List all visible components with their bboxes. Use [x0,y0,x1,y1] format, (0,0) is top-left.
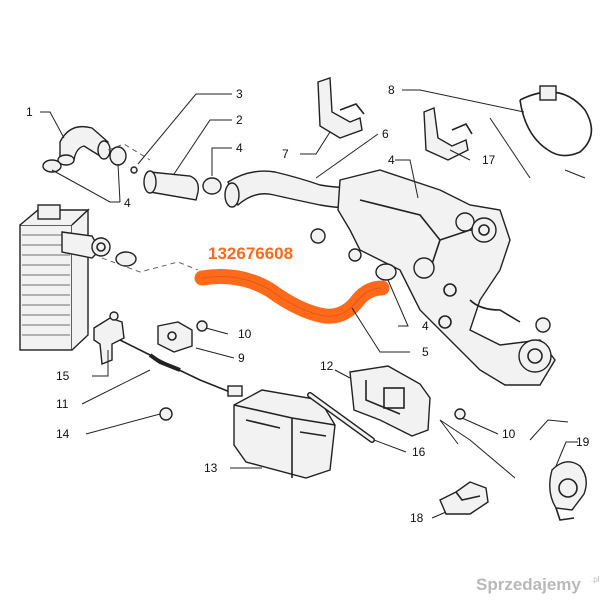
part-15-bracket [93,311,125,365]
callout-5: 5 [422,345,429,359]
part-10-nut-b [454,408,466,420]
callout-10-b: 10 [502,427,516,441]
callout-2: 2 [236,113,243,127]
watermark-suffix: .pl [591,575,600,584]
callout-12: 12 [320,359,334,373]
part-13-cover [233,389,336,479]
part-11-sensor [119,339,243,397]
callout-6: 6 [382,127,389,141]
part-7-bracket [317,77,365,139]
part-19-clamp [549,461,587,521]
part-9-mount [157,321,193,353]
callout-16: 16 [412,445,426,459]
part-17-bracket [423,107,473,161]
callout-3: 3 [236,87,243,101]
callout-4-c: 4 [388,153,395,167]
clamp-near-5 [375,263,397,281]
callout-10-a: 10 [238,327,252,341]
callout-17: 17 [482,153,496,167]
callout-14: 14 [56,427,70,441]
callout-4-b: 4 [124,196,131,210]
part-10-nut-a [196,320,208,332]
part-16-rod-inner [308,393,374,442]
engine-manifold-assembly [310,169,556,386]
part-1-elbow-hose [57,125,111,166]
part-8-band-clamp [519,85,593,157]
callout-4-a: 4 [236,141,243,155]
part-2-hose [130,166,200,201]
leader-lines [40,89,586,519]
callout-1: 1 [26,105,33,119]
callout-18: 18 [410,511,424,525]
highlighted-part-code: 132676608 [208,244,293,263]
callout-13: 13 [204,461,218,475]
callout-9: 9 [238,351,245,365]
part-18-clip [439,481,489,515]
callout-11: 11 [56,397,69,411]
callout-8: 8 [388,83,395,97]
watermark-brand: Sprzedajemy [476,575,581,594]
hose-clamps-left [42,146,137,267]
callout-labels: 1 2 3 4 4 4 4 5 6 7 8 9 10 10 11 12 13 1… [26,83,590,525]
callout-7: 7 [282,147,289,161]
callout-15: 15 [56,369,70,383]
clamp-near-2 [202,177,222,195]
callout-19: 19 [576,435,590,449]
dashed-reference-lines [101,143,199,273]
part-12-bracket [349,365,431,437]
callout-4-d: 4 [422,319,429,333]
part-14-nut [159,407,173,421]
part-5-highlighted-hose [194,269,390,324]
intercooler [19,204,111,351]
watermark: Sprzedajemy .pl [476,575,600,594]
highlighted-hose-edge [201,276,383,317]
